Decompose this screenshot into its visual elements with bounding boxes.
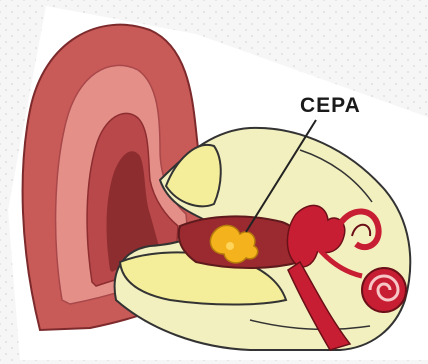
earwax-label: CEPA (300, 94, 361, 117)
cochlea (362, 268, 406, 312)
